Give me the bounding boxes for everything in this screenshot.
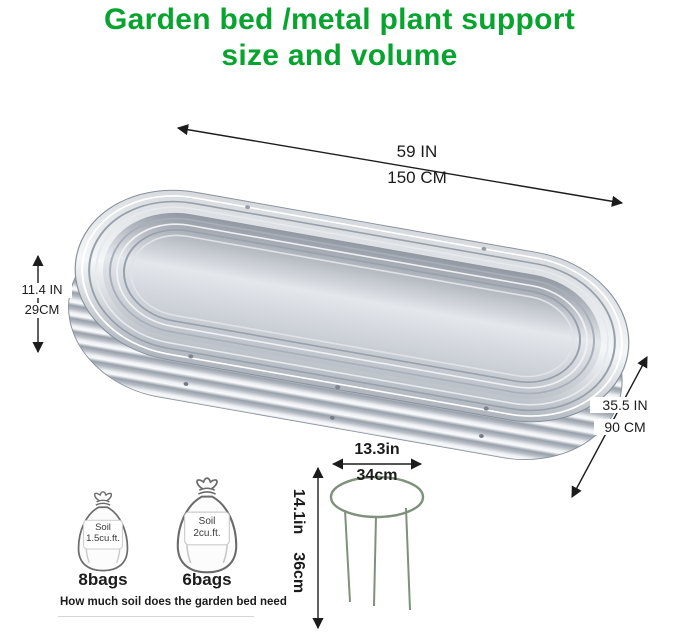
support-height-label-cm: 36cm [290,552,307,594]
support-diameter-label-cm: 34cm [356,467,398,484]
support-leg [344,509,351,603]
dimension-label-width-in: 35.5 IN [590,397,660,414]
soil-bag-small-count: 8bags [78,570,128,589]
soil-bag-small-icon [77,491,129,572]
bed-inner-corrugation-line [115,223,589,389]
dimension-label-height-cm: 29CM [16,302,68,318]
rivet [481,246,487,251]
support-ring [329,475,425,519]
soil-bag-large-label-line2: 2cu.ft. [193,528,221,539]
soil-bag-large-count: 6bags [182,570,232,589]
dimension-label-length-cm: 150 CM [387,168,447,187]
support-diameter-label-in: 13.3in [354,441,400,458]
bed-inner-corrugation-line [109,217,595,395]
bed-rim-corrugation-line [88,200,616,412]
support-leg [405,507,411,611]
dimension-label-length-in: 59 IN [396,142,438,161]
support-height-label-in: 14.1in [290,488,307,535]
support-leg [373,515,377,607]
rivet [335,385,341,390]
soil-note: How much soil does the garden bed need [60,596,287,608]
bed-rim-corrugation-line [95,206,609,406]
dimension-label-width-cm: 90 CM [594,419,656,436]
soil-bag-large-label: Soil 2cu.ft. [184,516,230,540]
page-title-line-2: size and volume [221,39,458,72]
rivet [478,434,484,438]
bed-inner-corrugation-line [129,234,575,378]
soil-note-divider [58,616,254,617]
rivet [188,354,194,359]
page-title-line-1: Garden bed /metal plant support [103,3,576,36]
plant-support-illustration [329,475,425,611]
rivet [329,415,335,420]
bed-inner-corrugation-line [122,228,582,384]
soil-bag-large-label-line1: Soil [198,516,216,527]
soil-bag-small-label-line2: 1.5cu.ft. [86,533,120,544]
rivet [483,406,489,411]
dimension-label-height-in: 11.4 IN [12,282,72,298]
support-height-label: 14.1in 36cm [287,474,309,608]
soil-bag-small-label: Soil 1.5cu.ft. [83,522,123,544]
dimension-arrow-length [176,124,624,207]
bed-rim-outline [74,189,630,423]
bed-inner-wall [103,212,601,400]
bed-rim-corrugation-line [81,195,623,417]
garden-bed-illustration [68,189,630,460]
soil-bag-large-icon [176,477,238,574]
rivet [183,382,189,386]
soil-bag-small-label-line1: Soil [95,522,111,533]
